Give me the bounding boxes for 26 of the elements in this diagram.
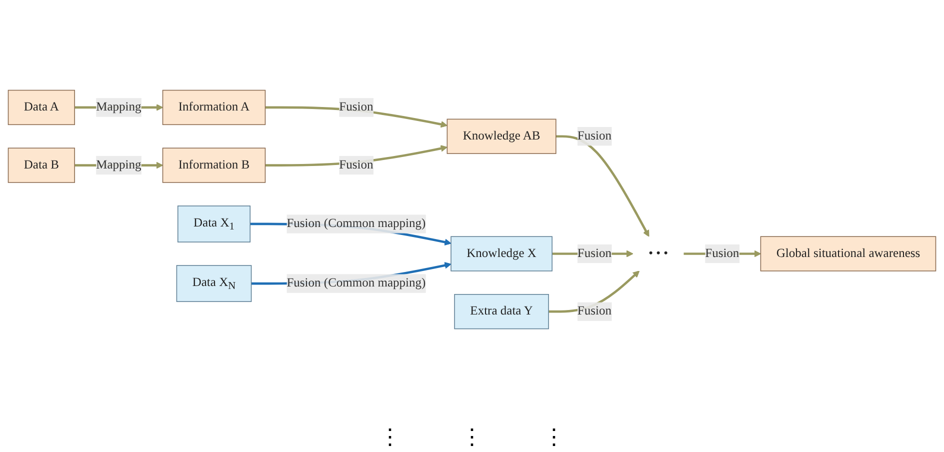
node-box (450, 236, 552, 272)
edge-label: Fusion (339, 100, 374, 114)
edge-label: Fusion (Common mapping) (286, 217, 426, 231)
node-text: • • • (648, 247, 668, 260)
node-box (8, 148, 75, 184)
edge-label: Fusion (577, 305, 612, 318)
arrow (556, 136, 650, 238)
node-box (454, 294, 549, 330)
vertical-ellipsis: ⋮ (543, 424, 565, 450)
node-box (162, 90, 266, 126)
vertical-ellipsis: ⋮ (461, 424, 483, 450)
edge-label: Fusion (577, 130, 612, 144)
edge-label: Fusion (705, 247, 740, 260)
edge-label: Fusion (339, 158, 374, 172)
vertical-ellipsis: ⋮ (379, 424, 401, 450)
edge-label: Fusion (Common mapping) (286, 276, 426, 290)
node-box (760, 236, 936, 272)
node-box (176, 266, 252, 302)
node-box (177, 206, 250, 243)
edge-label: Fusion (577, 247, 612, 260)
edge-label: Mapping (96, 158, 142, 172)
node-box (8, 90, 75, 126)
flowchart-diagram: Mapping Mapping Fusion Fusion Fusion (Common mapping) Fusion (Common mapping) Fusion Fusion Fusion Fusion Data A Information A Data B Information B Knowledge AB Data X$_{1}$ Data X$_{N}$ Knowledge X Extra data Y • • • Global situational awareness (2, 84, 942, 336)
edge-label: Mapping (96, 100, 142, 114)
node-box (162, 148, 266, 184)
node-box (446, 119, 556, 154)
